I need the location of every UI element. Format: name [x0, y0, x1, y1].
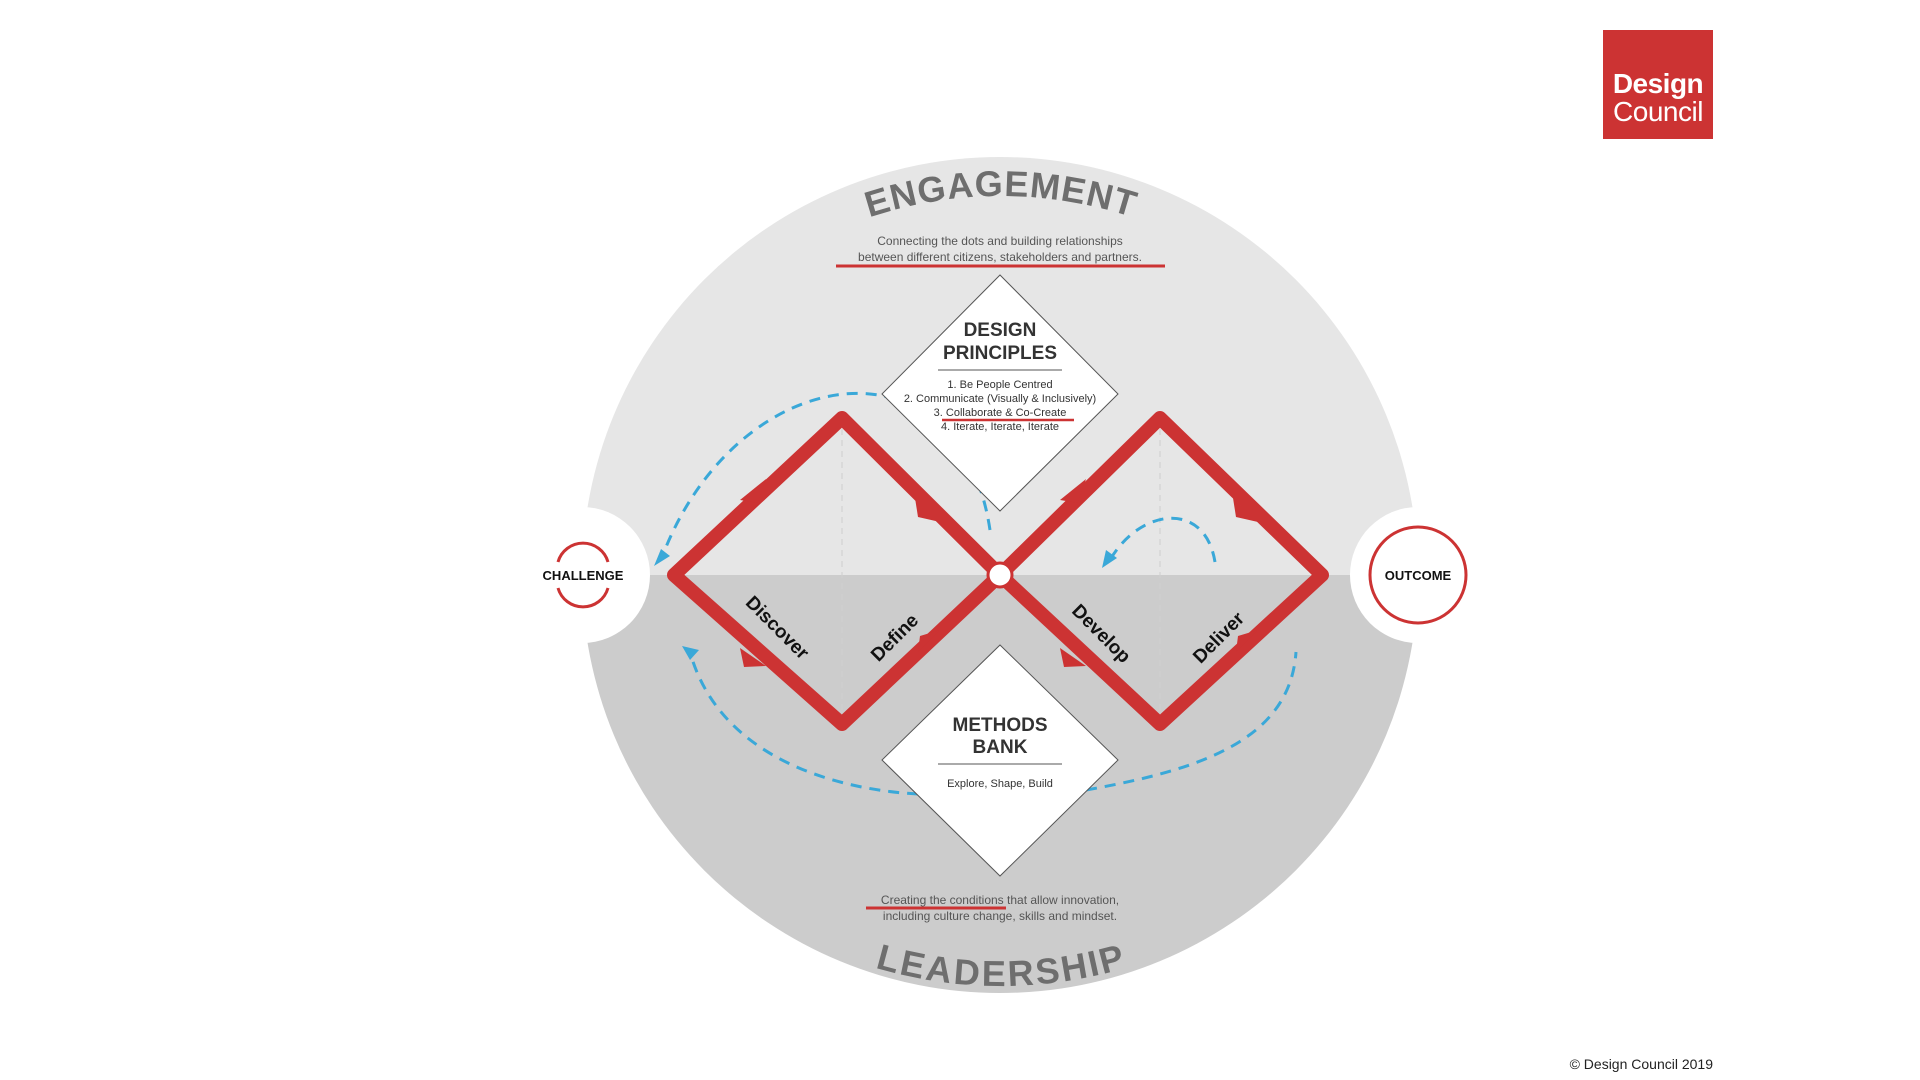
loop-arrow-bottom-left: [688, 651, 919, 796]
leadership-line-1: Creating the conditions that allow innov…: [881, 893, 1119, 907]
design-principles-title-2: PRINCIPLES: [943, 343, 1057, 364]
arrow-define-up: [918, 630, 940, 652]
arrowhead-bottom-left: [682, 646, 699, 660]
arrow-develop-up: [1060, 479, 1086, 503]
loop-arrow-bottom-right: [1085, 651, 1298, 792]
arrow-develop-down: [1060, 648, 1086, 667]
diamond-direction-arrows: [740, 479, 1258, 667]
engagement-line-2: between different citizens, stakeholders…: [858, 250, 1142, 264]
methods-bank-subtitle: Explore, Shape, Build: [947, 778, 1053, 790]
design-principles-title-1: DESIGN: [964, 320, 1037, 341]
arrow-deliver-down: [1233, 498, 1258, 522]
design-principles-diamond: [881, 274, 1119, 512]
arrowhead-top-left: [654, 549, 670, 566]
methods-bank-title-1: METHODS: [953, 715, 1048, 736]
methods-bank-title-2: BANK: [973, 737, 1028, 758]
design-principle-2: 2. Communicate (Visually & Inclusively): [904, 393, 1096, 405]
outcome-ring: [1368, 525, 1468, 625]
design-council-logo: Design Council: [1603, 30, 1713, 139]
copyright-notice: © Design Council 2019: [1569, 1056, 1713, 1072]
arrowhead-small: [1102, 550, 1117, 568]
arrow-discover-down: [740, 648, 766, 667]
loop-arrow-small: [1108, 516, 1217, 563]
challenge-ring-top: [556, 541, 610, 563]
outcome-label: OUTCOME: [1385, 568, 1452, 583]
design-principle-3: 3. Collaborate & Co-Create: [934, 407, 1067, 419]
feedback-loops: [662, 391, 1298, 796]
arrow-discover-up: [740, 479, 766, 503]
center-node: [986, 561, 1014, 589]
methods-bank-diamond: [881, 644, 1119, 877]
logo-line-2: Council: [1613, 96, 1703, 127]
challenge-label: CHALLENGE: [543, 568, 624, 583]
challenge-ring-bottom: [556, 587, 610, 609]
engagement-line-1: Connecting the dots and building relatio…: [877, 234, 1123, 248]
logo-line-1: Design: [1612, 68, 1704, 99]
challenge-circle: [514, 507, 650, 643]
arrow-define-down: [915, 498, 940, 522]
double-diamond: [667, 411, 1329, 731]
feedback-arrowheads: [654, 549, 1117, 660]
design-principle-4: 4. Iterate, Iterate, Iterate: [941, 421, 1059, 433]
arrow-deliver-up: [1236, 630, 1258, 652]
design-principle-1: 1. Be People Centred: [947, 379, 1052, 391]
leadership-line-2: including culture change, skills and min…: [883, 909, 1117, 923]
